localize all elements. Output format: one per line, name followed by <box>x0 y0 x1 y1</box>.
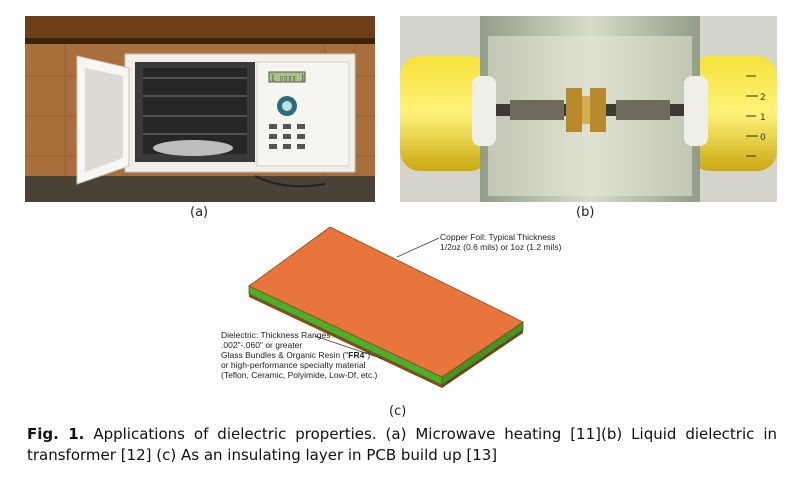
copper-top-face <box>248 226 524 378</box>
svg-text:Glass Bundles & Organic Resin: Glass Bundles & Organic Resin ("FR4") <box>221 350 370 360</box>
bottom-copper-edge <box>249 294 442 388</box>
panel-label-b: (b) <box>576 205 595 220</box>
microwave-photo: [ ▯▯▯▯ ] <box>25 16 375 202</box>
svg-text:Copper Foil: Typical Thickness: Copper Foil: Typical Thickness 1/2oz (0.… <box>440 232 562 252</box>
dial-mark-0: 0 <box>760 133 766 143</box>
copper-note-line-1: Copper Foil: Typical Thickness <box>440 232 555 242</box>
figure-caption: Fig. 1. Applications of dielectric prope… <box>27 424 777 466</box>
panel-label-a: (a) <box>190 205 209 220</box>
copper-leader-line <box>396 237 440 258</box>
dielectric-leader-line <box>314 335 384 360</box>
dielectric-note-line-1: Dielectric: Thickness Ranges <box>221 330 330 340</box>
dial-mark-1: 1 <box>760 113 766 123</box>
liquid-dielectric-photo: 2 1 0 <box>400 16 777 202</box>
panel-label-c: (c) <box>389 404 407 419</box>
dielectric-note-line-3-prefix: Glass Bundles & Organic Resin (" <box>221 350 348 360</box>
dielectric-note-line-3-suffix: ") <box>364 350 370 360</box>
dielectric-note-line-5: (Teflon, Ceramic, Polyimide, Low-Df, etc… <box>221 370 378 380</box>
caption-text: Applications of dielectric properties. (… <box>27 425 777 464</box>
dielectric-note-line-4: or high-performance specialty material <box>221 360 366 370</box>
figure-label: Fig. 1. <box>27 425 85 443</box>
pcb-layer-diagram: Copper Foil: Typical Thickness 1/2oz (0.… <box>221 226 562 388</box>
microwave-display-text: [ ▯▯▯▯ ] <box>271 74 305 82</box>
dielectric-note-fr4: FR4 <box>348 350 364 360</box>
dial-mark-2: 2 <box>760 93 766 103</box>
dielectric-note-line-2: .002"-.060" or greater <box>221 340 302 350</box>
svg-text:or high-performance specialty: or high-performance specialty material (… <box>221 360 378 380</box>
copper-note-line-2: 1/2oz (0.6 mils) or 1oz (1.2 mils) <box>440 242 562 252</box>
svg-text:Dielectric: Thickness Ranges: Dielectric: Thickness Ranges .002"-.060"… <box>221 330 333 350</box>
